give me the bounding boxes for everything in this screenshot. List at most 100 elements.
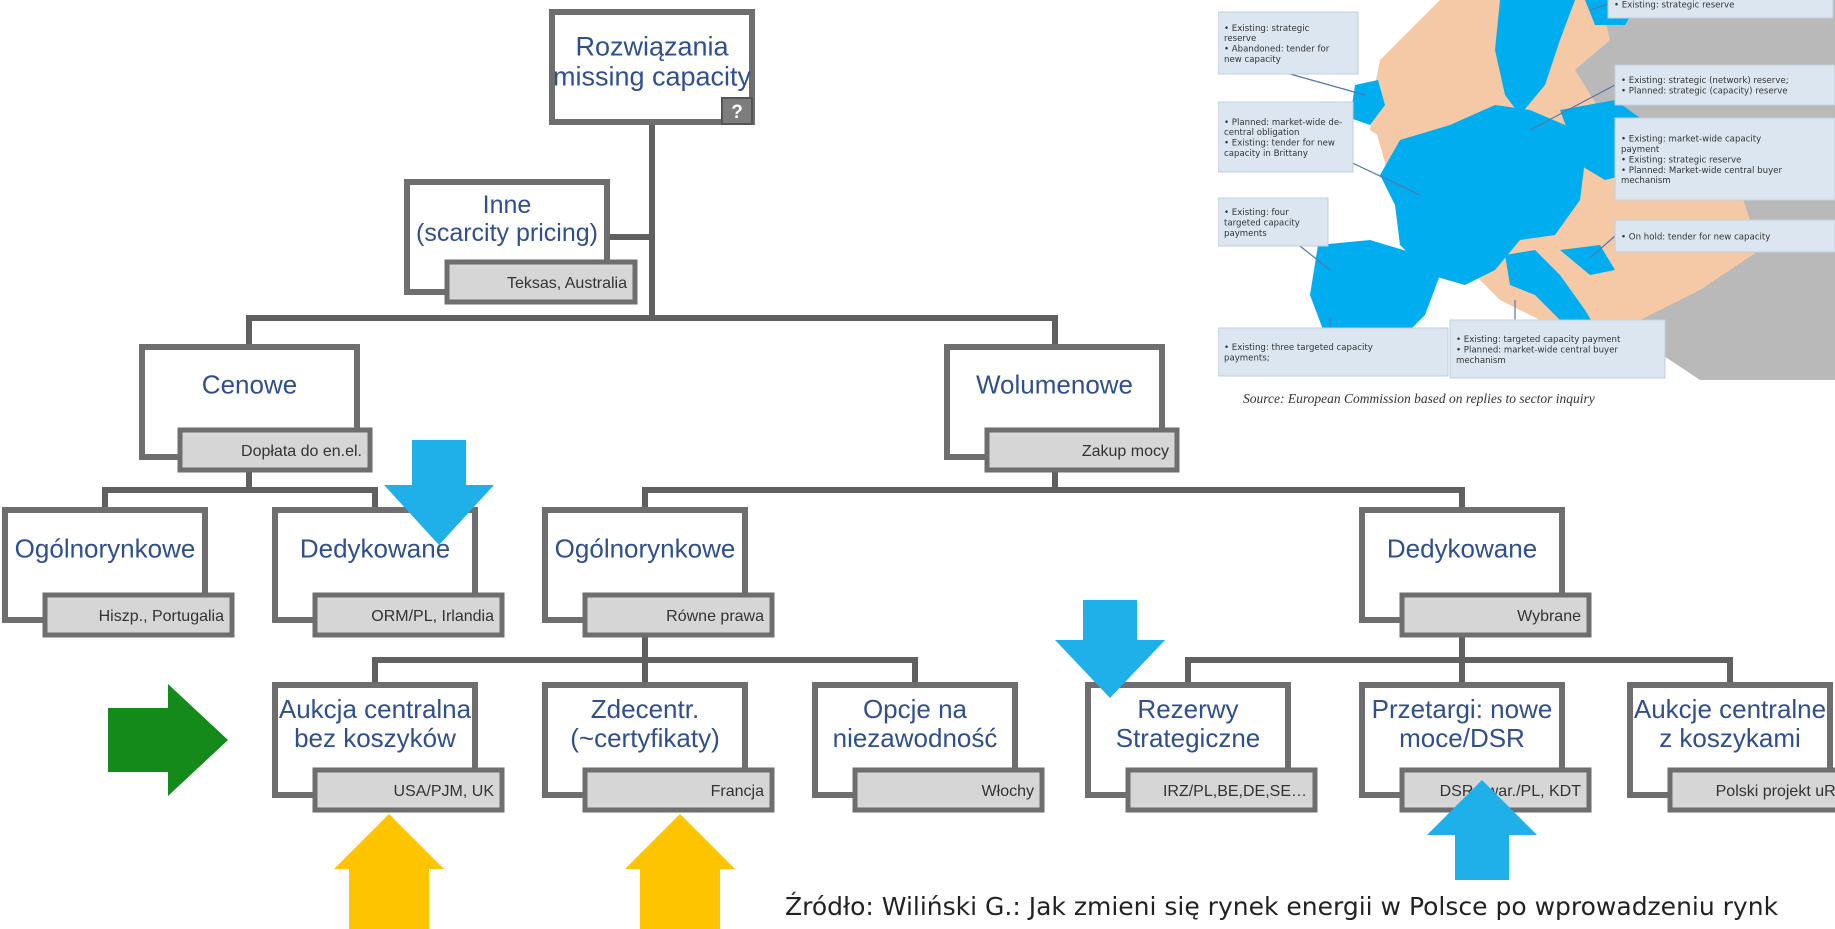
node-tag-box-reliability-options: [852, 767, 1045, 813]
node-tag-volume: Zakup mocy: [1082, 443, 1169, 460]
arrow-blue-dedykowane: [384, 440, 494, 545]
map-ireland: [1350, 80, 1385, 125]
node-tag-box-price-dedicated: [312, 592, 505, 638]
node-title-root-line2: missing capacity: [553, 62, 752, 92]
map-callout-box-top-right: [1607, 0, 1834, 19]
map-callout-text-germany-line2: • Planned: strategic (capacity) reserve: [1621, 87, 1788, 97]
node-title-central-auction-line1: Aukcja centralna: [279, 694, 472, 724]
node-title-price-market-wide: Ogólnorynkowe: [15, 534, 196, 564]
connector-volume-children: [642, 467, 1465, 513]
map-callout-box-france: [1218, 101, 1354, 173]
map-callout-text-spain-line3: payments: [1224, 229, 1267, 239]
map-callout-text-poland-line2: payment: [1621, 145, 1660, 155]
node-tag-box-volume-market-wide: [582, 592, 775, 638]
map-iberia: [1310, 240, 1440, 350]
map-callout-portugal: • Existing: three targeted capacity paym…: [1218, 327, 1449, 377]
citation-text: Źródło: Wiliński G.: Jak zmieni się ryne…: [785, 892, 1779, 921]
node-title-decentralised-line2: (~certyfikaty): [570, 723, 720, 753]
node-tag-volume-market-wide: Równe prawa: [666, 608, 764, 625]
node-tag-box-central-auctions-baskets: [1667, 767, 1835, 813]
tree-connectors: [102, 119, 1733, 688]
indicator-arrows: [108, 440, 1537, 929]
node-tag-box-price: [177, 427, 373, 473]
arrow-blue-przetargi: [1427, 780, 1537, 880]
node-tag-price-market-wide: Hiszp., Portugalia: [99, 608, 224, 625]
node-tag-box-decentralised: [582, 767, 775, 813]
node-title-price: Cenowe: [202, 370, 297, 400]
map-callout-text-spain-line2: targeted capacity: [1224, 218, 1300, 228]
map-callout-text-italy-line3: mechanism: [1456, 356, 1506, 366]
node-tag-price-dedicated: ORM/PL, Irlandia: [371, 608, 494, 625]
map-callout-text-france-line2: central obligation: [1224, 128, 1299, 138]
node-title-central-auction-line2: bez koszyków: [294, 723, 456, 753]
map-callout-box-ireland: [1218, 11, 1359, 75]
node-tag-box-strategic-reserves: [1125, 767, 1318, 813]
map-callout-text-poland-line4: • Planned: Market-wide central buyer: [1621, 166, 1782, 176]
map-callout-text-italy-line1: • Existing: targeted capacity payment: [1456, 335, 1621, 345]
map-leader-germany: [1529, 84, 1616, 131]
map-callouts: • Existing: strategic reserve • Existing:…: [1218, 0, 1835, 379]
map-callout-text-france-line4: capacity in Brittany: [1224, 149, 1308, 159]
node-title-price-dedicated: Dedykowane: [300, 534, 450, 564]
root-badge-text: ?: [731, 102, 743, 123]
map-callout-text-france-line1: • Planned: market-wide de-: [1224, 118, 1342, 128]
node-tag-volume-dedicated: Wybrane: [1517, 608, 1581, 625]
map-callout-text-ireland-line3: • Abandoned: tender for: [1224, 45, 1330, 55]
root-badge: [721, 97, 753, 125]
node-tag-other: Teksas, Australia: [507, 275, 627, 292]
map-callout-croatia: • On hold: tender for new capacity: [1614, 219, 1835, 253]
map-callout-italy: • Existing: targeted capacity payment• P…: [1449, 319, 1666, 379]
map-callout-text-ireland-line1: • Existing: strategic: [1224, 24, 1310, 34]
map-callout-text-ireland-line2: reserve: [1224, 34, 1256, 44]
connector-price-volume: [246, 315, 1058, 350]
node-title-tenders-line2: moce/DSR: [1399, 723, 1525, 753]
arrow-blue-rezerwy: [1055, 600, 1165, 698]
node-tag-reliability-options: Włochy: [982, 783, 1034, 800]
node-title-strategic-reserves-line1: Rezerwy: [1137, 694, 1238, 724]
arrow-green-aukcja: [108, 684, 228, 796]
map-callout-text-spain-line1: • Existing: four: [1224, 208, 1289, 218]
node-title-reliability-options-line1: Opcje na: [863, 694, 968, 724]
map-callout-box-portugal: [1218, 327, 1449, 377]
europe-map: • Existing: strategic reserve • Existing:…: [1218, 0, 1835, 380]
node-title-reliability-options-line2: niezawodność: [833, 723, 998, 753]
map-ireland-uk: [1370, 60, 1430, 150]
node-tag-strategic-reserves: IRZ/PL,BE,DE,SE…: [1163, 783, 1307, 800]
node-strategic-reserves: RezerwyStrategiczneIRZ/PL,BE,DE,SE…: [1085, 682, 1318, 813]
map-callout-box-croatia: [1614, 219, 1835, 253]
node-tag-central-auctions-baskets: Polski projekt uRM: [1716, 783, 1835, 800]
node-tag-box-central-auction: [312, 767, 505, 813]
node-title-volume-dedicated: Dedykowane: [1387, 534, 1537, 564]
map-callout-text-ireland-line4: new capacity: [1224, 55, 1281, 65]
map-callout-box-italy: [1449, 319, 1666, 379]
node-tag-tenders: DSR gwar./PL, KDT: [1440, 783, 1582, 800]
map-callout-box-poland: [1614, 117, 1835, 201]
connector-mw-children: [372, 632, 918, 688]
node-box-root: [549, 9, 755, 125]
node-tag-price: Dopłata do en.el.: [241, 443, 362, 460]
map-leader-ireland: [1289, 73, 1366, 96]
node-tag-box-volume: [984, 427, 1180, 473]
map-callout-text-croatia-line1: • On hold: tender for new capacity: [1621, 232, 1770, 242]
map-leader-spain: [1299, 245, 1331, 271]
node-title-decentralised-line1: Zdecentr.: [591, 694, 699, 724]
map-callout-text-italy-line2: • Planned: market-wide central buyer: [1456, 345, 1618, 355]
node-decentralised: Zdecentr.(~certyfikaty)Francja: [542, 682, 775, 813]
map-source-caption: Source: European Commission based on rep…: [1243, 391, 1595, 406]
map-callout-text-poland-line3: • Existing: strategic reserve: [1621, 155, 1741, 165]
node-title-other-line1: Inne: [483, 191, 532, 219]
map-callout-text-portugal-line1: • Existing: three targeted capacity: [1224, 343, 1373, 353]
map-callout-box-germany: [1614, 64, 1835, 106]
node-title-central-auctions-baskets-line1: Aukcje centralne: [1634, 694, 1826, 724]
node-title-root-line1: Rozwiązania: [575, 31, 729, 61]
